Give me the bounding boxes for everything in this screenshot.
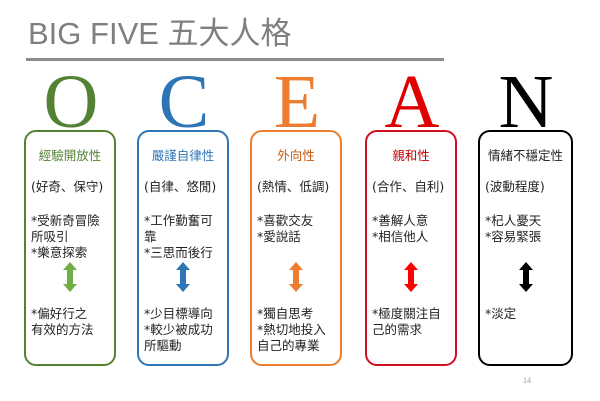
double-arrow-icon [139, 262, 227, 292]
trait-low-description: *偏好行之 有效的方法 [31, 306, 94, 337]
trait-name: 親和性 [392, 148, 430, 163]
trait-card-conscientiousness: 嚴謹自律性 (自律、悠閒) *工作勤奮可 靠 *三思而後行 *少目標導向 *較少… [137, 130, 229, 366]
trait-card-agreeableness: 親和性 (合作、自利) *善解人意 *相信他人 *極度關注自 己的需求 [365, 130, 457, 366]
trait-poles: (熱情、低調) [257, 179, 330, 194]
trait-name: 情緒不穩定性 [487, 148, 563, 163]
double-arrow-icon [367, 262, 455, 292]
letter-o: O [43, 60, 99, 144]
trait-low-description: *極度關注自 己的需求 [372, 306, 441, 337]
trait-poles: (好奇、保守) [31, 179, 104, 194]
double-arrow-icon [252, 262, 340, 292]
trait-name: 外向性 [277, 148, 315, 163]
trait-name: 嚴謹自律性 [151, 148, 215, 163]
slide-title: BIG FIVE 五大人格 [28, 16, 292, 51]
trait-high-description: *杞人憂天 *容易緊張 [485, 213, 542, 244]
letter-c: C [158, 60, 210, 144]
trait-high-description: *喜歡交友 *愛說話 [257, 213, 314, 244]
trait-high-description: *受新奇冒險 所吸引 *樂意探索 [31, 213, 100, 260]
trait-name: 經驗開放性 [38, 148, 102, 163]
trait-low-description: *獨自思考 *熱切地投入 自己的專業 [257, 306, 326, 353]
trait-high-description: *工作勤奮可 靠 *三思而後行 [144, 213, 213, 260]
trait-low-description: *少目標導向 *較少被成功 所驅動 [144, 306, 213, 353]
trait-low-description: *淡定 [485, 306, 517, 321]
trait-card-openness: 經驗開放性 (好奇、保守) *受新奇冒險 所吸引 *樂意探索 *偏好行之 有效的… [24, 130, 116, 366]
page-number: 14 [523, 376, 531, 385]
title-divider [26, 58, 444, 61]
letter-e: E [273, 60, 321, 144]
trait-card-extraversion: 外向性 (熱情、低調) *喜歡交友 *愛說話 *獨自思考 *熱切地投入 自己的專… [250, 130, 342, 366]
trait-card-neuroticism: 情緒不穩定性 (波動程度) *杞人憂天 *容易緊張 *淡定 [478, 130, 573, 366]
double-arrow-icon [26, 262, 114, 292]
double-arrow-icon [480, 262, 571, 292]
trait-poles: (波動程度) [485, 179, 545, 194]
trait-high-description: *善解人意 *相信他人 [372, 213, 429, 244]
trait-poles: (合作、自利) [372, 179, 445, 194]
letter-a: A [384, 60, 440, 144]
trait-poles: (自律、悠閒) [144, 179, 217, 194]
letter-n: N [498, 60, 554, 144]
